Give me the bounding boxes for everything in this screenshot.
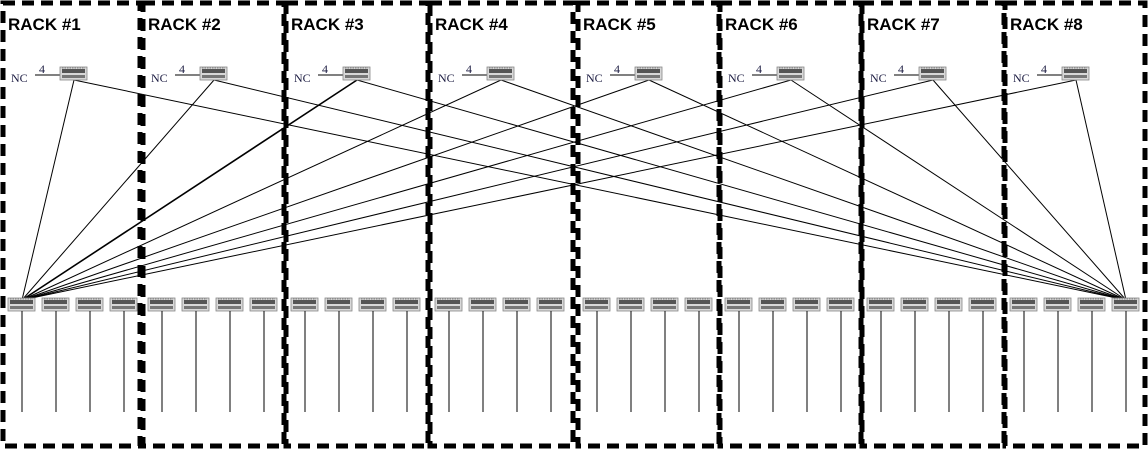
bottom-switch[interactable] bbox=[826, 297, 855, 312]
rack-boundary bbox=[1002, 0, 1148, 449]
rack-boundary bbox=[575, 0, 722, 449]
bottom-switch[interactable] bbox=[109, 297, 138, 312]
link-count-label: 4 bbox=[322, 62, 328, 76]
link-count-label: 4 bbox=[756, 62, 762, 76]
rack-boundary bbox=[859, 0, 1007, 449]
uplink-rack7-to-rack8-switch4 bbox=[932, 79, 1127, 301]
rack-boundary bbox=[140, 0, 287, 449]
top-switch[interactable] bbox=[486, 66, 515, 81]
bottom-switch[interactable] bbox=[934, 297, 963, 312]
nc-label: NC bbox=[728, 71, 745, 85]
rack-2: RACK #2 NC 4 bbox=[140, 0, 287, 449]
bottom-switch[interactable] bbox=[650, 297, 679, 312]
bottom-switch[interactable] bbox=[434, 297, 463, 312]
rack-label: RACK #8 bbox=[1010, 15, 1083, 34]
bottom-switch[interactable] bbox=[147, 297, 176, 312]
bottom-switch[interactable] bbox=[1111, 297, 1140, 312]
nc-label: NC bbox=[11, 71, 28, 85]
nc-label: NC bbox=[870, 71, 887, 85]
rack-5: RACK #5 NC 4 bbox=[575, 0, 722, 449]
bottom-switch[interactable] bbox=[215, 297, 244, 312]
uplink-rack8-to-rack8-switch4 bbox=[1075, 79, 1127, 301]
rack-label: RACK #7 bbox=[867, 15, 940, 34]
top-switch[interactable] bbox=[59, 66, 88, 81]
nc-label: NC bbox=[294, 71, 311, 85]
link-count-label: 4 bbox=[898, 62, 904, 76]
bottom-switch[interactable] bbox=[324, 297, 353, 312]
nc-label: NC bbox=[438, 71, 455, 85]
rack-8: RACK #8 NC 4 bbox=[1002, 0, 1148, 449]
rack-label: RACK #1 bbox=[8, 15, 81, 34]
rack-label: RACK #4 bbox=[435, 15, 508, 34]
bottom-switch[interactable] bbox=[75, 297, 104, 312]
bottom-switch[interactable] bbox=[290, 297, 319, 312]
bottom-switch[interactable] bbox=[502, 297, 531, 312]
rack-boundary bbox=[0, 0, 143, 449]
rack-label: RACK #6 bbox=[725, 15, 798, 34]
link-count-label: 4 bbox=[466, 62, 472, 76]
bottom-switch[interactable] bbox=[392, 297, 421, 312]
top-switch[interactable] bbox=[918, 66, 947, 81]
uplink-rack2-to-rack1-switch1 bbox=[21, 79, 215, 301]
link-count-label: 4 bbox=[179, 62, 185, 76]
uplink-rack7-to-rack1-switch1 bbox=[21, 79, 934, 301]
uplink-rack3-to-rack8-switch4 bbox=[356, 79, 1127, 301]
rack-1: RACK #1 NC 4 bbox=[0, 0, 143, 449]
bottom-switch[interactable] bbox=[724, 297, 753, 312]
link-count-label: 4 bbox=[614, 62, 620, 76]
bottom-switch[interactable] bbox=[1009, 297, 1038, 312]
uplink-rack6-to-rack1-switch1 bbox=[21, 79, 792, 301]
bottom-switch[interactable] bbox=[1077, 297, 1106, 312]
rack-label: RACK #5 bbox=[583, 15, 656, 34]
uplink-rack5-to-rack8-switch4 bbox=[648, 79, 1127, 301]
bottom-switch[interactable] bbox=[41, 297, 70, 312]
bottom-switch[interactable] bbox=[792, 297, 821, 312]
bottom-switch[interactable] bbox=[358, 297, 387, 312]
rack-7: RACK #7 NC 4 bbox=[859, 0, 1007, 449]
uplink-rack1-to-rack8-switch4 bbox=[73, 79, 1127, 301]
uplink-rack1-to-rack1-switch1 bbox=[21, 79, 75, 301]
rack-3: RACK #3 NC 4 bbox=[283, 0, 431, 449]
rack-label: RACK #3 bbox=[291, 15, 364, 34]
bottom-switch[interactable] bbox=[468, 297, 497, 312]
bottom-switch[interactable] bbox=[758, 297, 787, 312]
bottom-switch[interactable] bbox=[900, 297, 929, 312]
top-switch[interactable] bbox=[634, 66, 663, 81]
bottom-switch[interactable] bbox=[249, 297, 278, 312]
bottom-switch[interactable] bbox=[968, 297, 997, 312]
top-switch[interactable] bbox=[342, 66, 371, 81]
uplink-rack8-to-rack1-switch1 bbox=[21, 79, 1077, 301]
bottom-switch[interactable] bbox=[684, 297, 713, 312]
bottom-switch[interactable] bbox=[616, 297, 645, 312]
nc-label: NC bbox=[151, 71, 168, 85]
uplink-rack4-to-rack1-switch1 bbox=[21, 79, 502, 301]
rack-4: RACK #4 NC 4 bbox=[427, 0, 576, 449]
rack-6: RACK #6 NC 4 bbox=[717, 0, 864, 449]
bottom-switch[interactable] bbox=[1043, 297, 1072, 312]
bottom-switch[interactable] bbox=[866, 297, 895, 312]
link-count-label: 4 bbox=[1041, 62, 1047, 76]
rack-boundary bbox=[717, 0, 864, 449]
top-switch[interactable] bbox=[1061, 66, 1090, 81]
top-switch[interactable] bbox=[199, 66, 228, 81]
bottom-switch[interactable] bbox=[582, 297, 611, 312]
top-switch[interactable] bbox=[776, 66, 805, 81]
uplink-lines bbox=[21, 79, 1127, 301]
uplink-rack6-to-rack8-switch4 bbox=[790, 79, 1127, 301]
link-count-label: 4 bbox=[39, 62, 45, 76]
bottom-switch[interactable] bbox=[7, 297, 36, 312]
nc-label: NC bbox=[1013, 71, 1030, 85]
uplink-rack3-to-rack1-switch1 bbox=[21, 79, 358, 301]
uplink-rack4-to-rack8-switch4 bbox=[500, 79, 1127, 301]
uplink-rack2-to-rack8-switch4 bbox=[213, 79, 1127, 301]
rack-boundary bbox=[427, 0, 576, 449]
nc-label: NC bbox=[586, 71, 603, 85]
uplink-rack5-to-rack1-switch1 bbox=[21, 79, 650, 301]
bottom-switch[interactable] bbox=[181, 297, 210, 312]
bottom-switch[interactable] bbox=[536, 297, 565, 312]
rack-label: RACK #2 bbox=[148, 15, 221, 34]
